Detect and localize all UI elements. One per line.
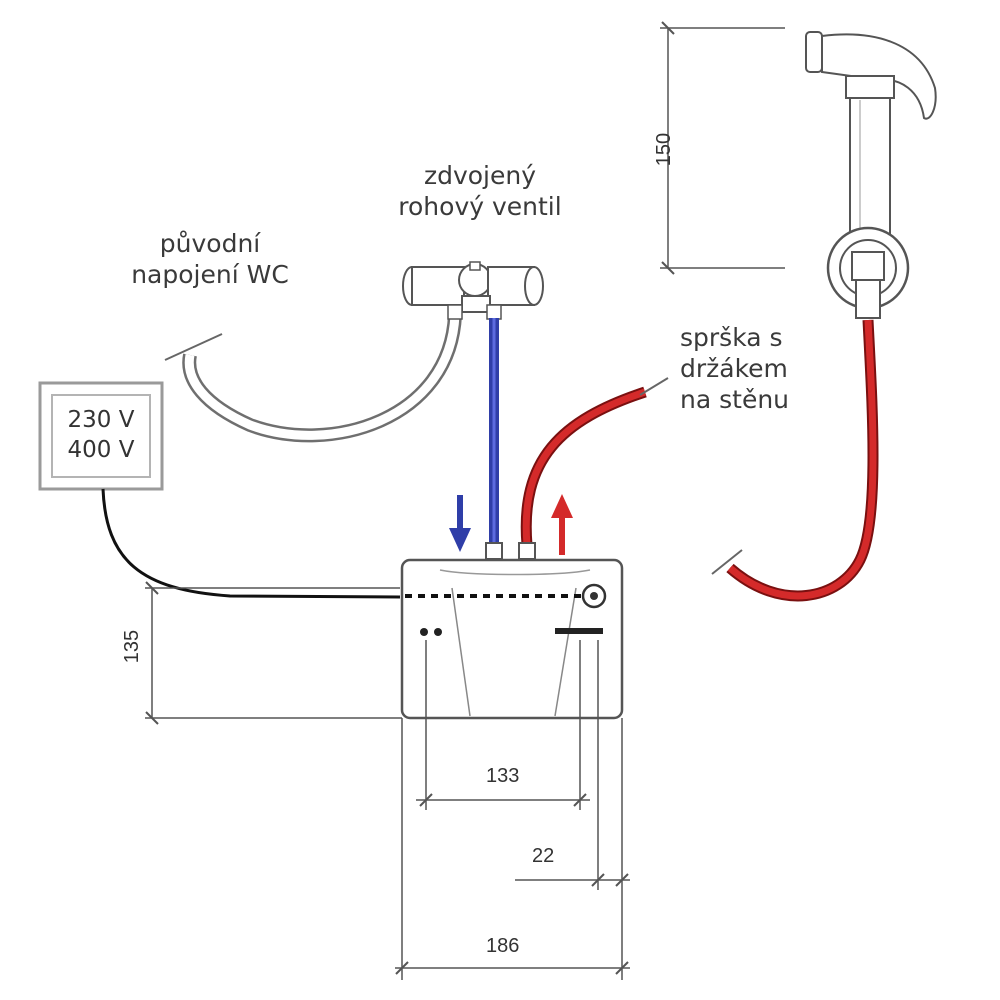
label-shower-line2: držákem xyxy=(680,354,788,383)
label-valve-line1: zdvojený xyxy=(423,161,537,190)
dimension-186: 186 xyxy=(486,935,520,957)
power-supply-box xyxy=(38,381,164,491)
label-original-wc-line1: původní xyxy=(159,229,261,258)
dimension-lines xyxy=(145,21,785,980)
voltage-line1: 230 V xyxy=(67,407,135,433)
label-valve-line2: rohový ventil xyxy=(398,192,562,221)
original-wc-hose xyxy=(164,314,462,443)
water-heater-unit xyxy=(400,558,624,720)
label-shower-line1: sprška s xyxy=(680,323,783,352)
double-corner-valve xyxy=(402,261,544,320)
cold-water-pipe xyxy=(485,318,503,560)
dimension-133: 133 xyxy=(486,765,520,787)
hot-water-hose xyxy=(518,377,669,560)
hot-outflow-arrow xyxy=(551,494,573,555)
dimension-135: 135 xyxy=(121,629,144,664)
voltage-label: 230 V 400 V xyxy=(52,405,150,465)
label-shower-with-holder: sprška s držákem na stěnu xyxy=(680,322,840,415)
shower-hose xyxy=(711,319,879,602)
wall-holder xyxy=(826,226,910,319)
label-original-wc-connection: původní napojení WC xyxy=(95,228,325,290)
voltage-line2: 400 V xyxy=(67,437,135,463)
dimension-22: 22 xyxy=(532,845,555,867)
shower-head xyxy=(805,31,937,249)
label-shower-line3: na stěnu xyxy=(680,385,790,414)
cold-inflow-arrow xyxy=(449,495,471,552)
dimension-150: 150 xyxy=(653,132,676,167)
label-original-wc-line2: napojení WC xyxy=(131,260,289,289)
power-cable xyxy=(101,488,401,599)
label-double-corner-valve: zdvojený rohový ventil xyxy=(360,160,600,222)
